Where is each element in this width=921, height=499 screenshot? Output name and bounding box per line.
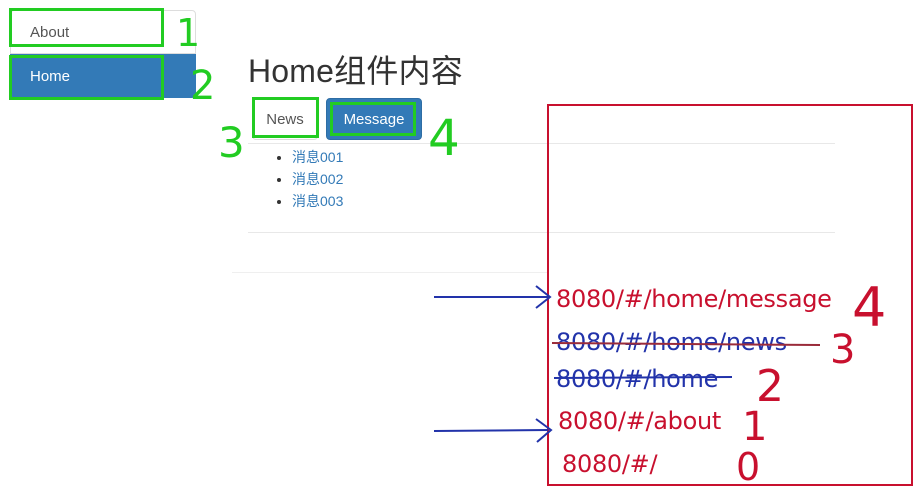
tab-divider xyxy=(248,143,835,144)
red-number-3: 3 xyxy=(830,327,855,373)
nav-link-about[interactable]: About xyxy=(10,10,196,54)
list-item[interactable]: 消息002 xyxy=(292,168,343,190)
panel-divider xyxy=(232,272,548,273)
arrow-icon xyxy=(433,418,553,443)
green-number-3: 3 xyxy=(218,118,245,167)
url-entry-about: 8080/#/about xyxy=(558,407,722,435)
tab-message[interactable]: Message xyxy=(326,98,422,140)
red-number-1: 1 xyxy=(742,404,767,450)
url-entry-home-news: 8080/#/home/news xyxy=(556,328,787,356)
message-link[interactable]: 消息002 xyxy=(292,171,344,187)
page-title: Home组件内容 xyxy=(248,53,463,89)
arrow-icon xyxy=(434,285,552,309)
green-number-4: 4 xyxy=(428,109,460,167)
url-entry-home: 8080/#/home xyxy=(556,365,719,393)
list-item[interactable]: 消息001 xyxy=(292,146,343,168)
content-divider xyxy=(248,232,835,233)
red-number-2: 2 xyxy=(756,361,784,412)
tab-news[interactable]: News xyxy=(252,98,318,140)
list-item[interactable]: 消息003 xyxy=(292,190,343,212)
url-entry-root: 8080/#/ xyxy=(562,450,658,478)
message-link[interactable]: 消息001 xyxy=(292,149,344,165)
url-entry-home-message: 8080/#/home/message xyxy=(556,285,832,313)
message-link[interactable]: 消息003 xyxy=(292,193,344,209)
red-number-4: 4 xyxy=(852,276,886,339)
nav-link-home[interactable]: Home xyxy=(10,54,196,98)
red-number-0: 0 xyxy=(736,445,760,489)
message-list: 消息001 消息002 消息003 xyxy=(275,146,343,212)
